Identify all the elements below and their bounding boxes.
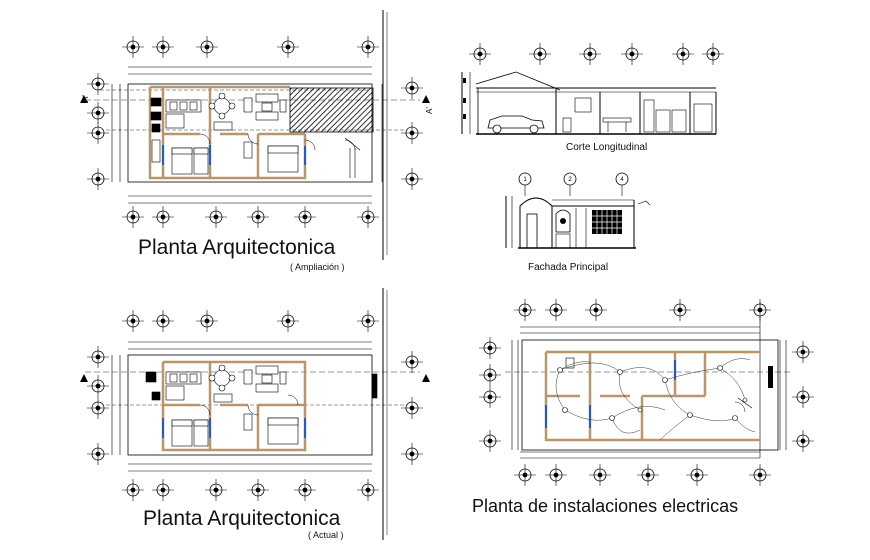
section-title: Corte Longitudinal	[566, 142, 648, 153]
facade-drawing: 1 2 4	[505, 172, 651, 249]
electrical-title: Planta de instalaciones electricas	[472, 496, 739, 516]
facade-axis-marks: 1 2 4	[518, 172, 629, 196]
plan-ampliacion-title: Planta Arquitectonica	[138, 236, 336, 259]
facade-title: Fachada Principal	[528, 262, 609, 273]
facade-axis-label: 1	[523, 177, 527, 183]
section-drawing	[461, 42, 725, 135]
plan-actual-title: Planta Arquitectonica	[143, 507, 341, 530]
plan-actual-subtitle: ( Actual )	[308, 530, 344, 540]
facade-axis-label: 4	[620, 177, 624, 183]
section-marker-right: A'	[424, 107, 434, 114]
section-marker-left: A'	[80, 95, 90, 102]
plan-ampliacion-drawing	[80, 35, 430, 229]
facade-axis-label: 2	[568, 177, 572, 183]
plan-actual-drawing	[80, 309, 430, 502]
electrical-drawing	[478, 298, 815, 487]
plan-ampliacion-subtitle: ( Ampliación )	[290, 262, 345, 272]
